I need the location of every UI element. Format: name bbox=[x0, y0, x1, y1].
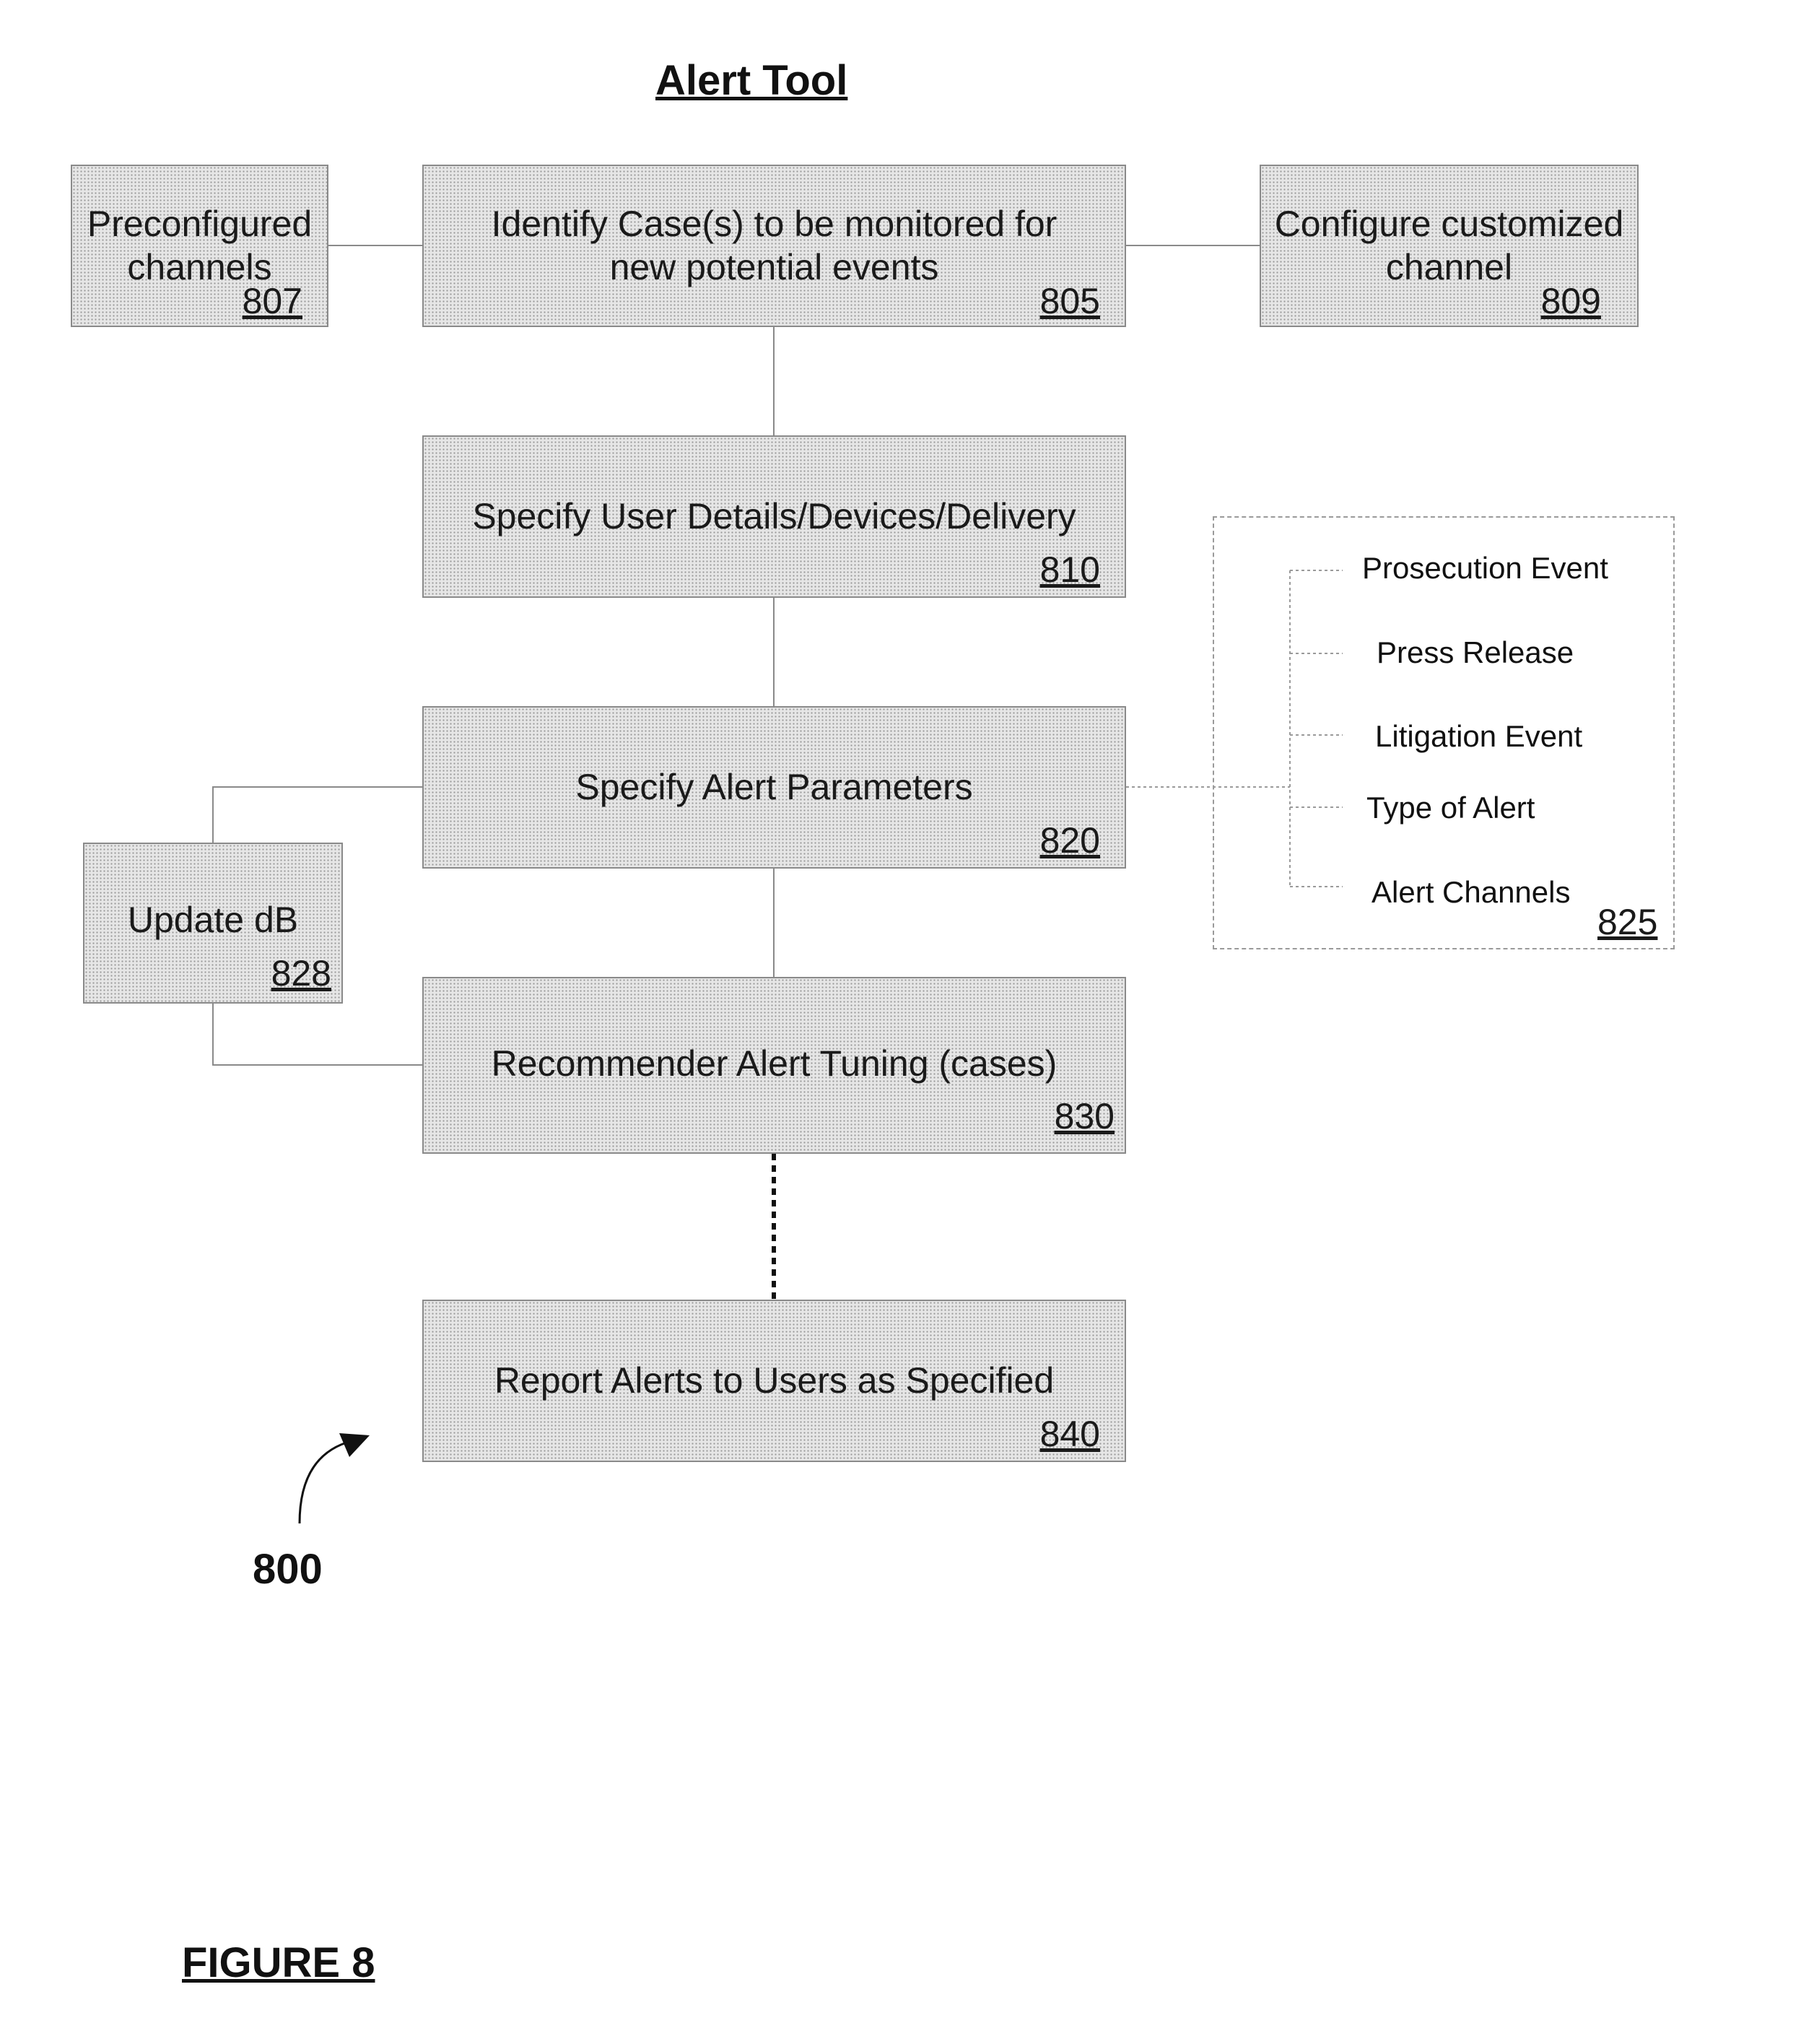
box-ref: 828 bbox=[271, 952, 331, 994]
box-preconfigured-channels: Preconfigured channels 807 bbox=[71, 165, 328, 327]
box-ref: 820 bbox=[1040, 819, 1100, 861]
diagram-reference-number: 800 bbox=[253, 1545, 323, 1593]
param-prosecution-event: Prosecution Event bbox=[1362, 551, 1608, 586]
ref-arrow-head bbox=[339, 1433, 370, 1457]
box-ref: 805 bbox=[1040, 280, 1100, 322]
box-label: Identify Case(s) to be monitored for new… bbox=[424, 202, 1125, 289]
box-recommender-alert-tuning: Recommender Alert Tuning (cases) 830 bbox=[422, 977, 1126, 1154]
box-specify-user-details: Specify User Details/Devices/Delivery 81… bbox=[422, 435, 1126, 598]
box-report-alerts: Report Alerts to Users as Specified 840 bbox=[422, 1300, 1126, 1462]
box-label: Configure customized channel bbox=[1261, 202, 1637, 289]
parameters-group-ref: 825 bbox=[1597, 901, 1657, 943]
box-label: Recommender Alert Tuning (cases) bbox=[424, 1042, 1125, 1085]
box-label: Update dB bbox=[84, 898, 341, 941]
box-label: Specify User Details/Devices/Delivery bbox=[424, 495, 1125, 538]
box-ref: 807 bbox=[243, 280, 302, 322]
diagram-title: Alert Tool bbox=[655, 56, 847, 105]
box-ref: 830 bbox=[1055, 1095, 1115, 1137]
box-ref: 810 bbox=[1040, 549, 1100, 591]
box-label: Specify Alert Parameters bbox=[424, 765, 1125, 809]
box-update-db: Update dB 828 bbox=[83, 843, 343, 1004]
box-specify-alert-parameters: Specify Alert Parameters 820 bbox=[422, 706, 1126, 869]
box-configure-customized-channel: Configure customized channel 809 bbox=[1260, 165, 1639, 327]
connector-820-828 bbox=[213, 787, 422, 843]
box-label: Report Alerts to Users as Specified bbox=[424, 1359, 1125, 1402]
connector-828-830 bbox=[213, 1004, 422, 1065]
box-ref: 809 bbox=[1541, 280, 1601, 322]
box-label: Preconfigured channels bbox=[72, 202, 327, 289]
figure-label: FIGURE 8 bbox=[182, 1939, 375, 1987]
param-litigation-event: Litigation Event bbox=[1375, 719, 1582, 754]
ref-arrow-curve bbox=[300, 1443, 346, 1523]
param-press-release: Press Release bbox=[1377, 635, 1574, 670]
box-ref: 840 bbox=[1040, 1413, 1100, 1455]
param-alert-channels: Alert Channels bbox=[1372, 875, 1570, 910]
box-identify-cases: Identify Case(s) to be monitored for new… bbox=[422, 165, 1126, 327]
param-type-of-alert: Type of Alert bbox=[1366, 791, 1535, 825]
